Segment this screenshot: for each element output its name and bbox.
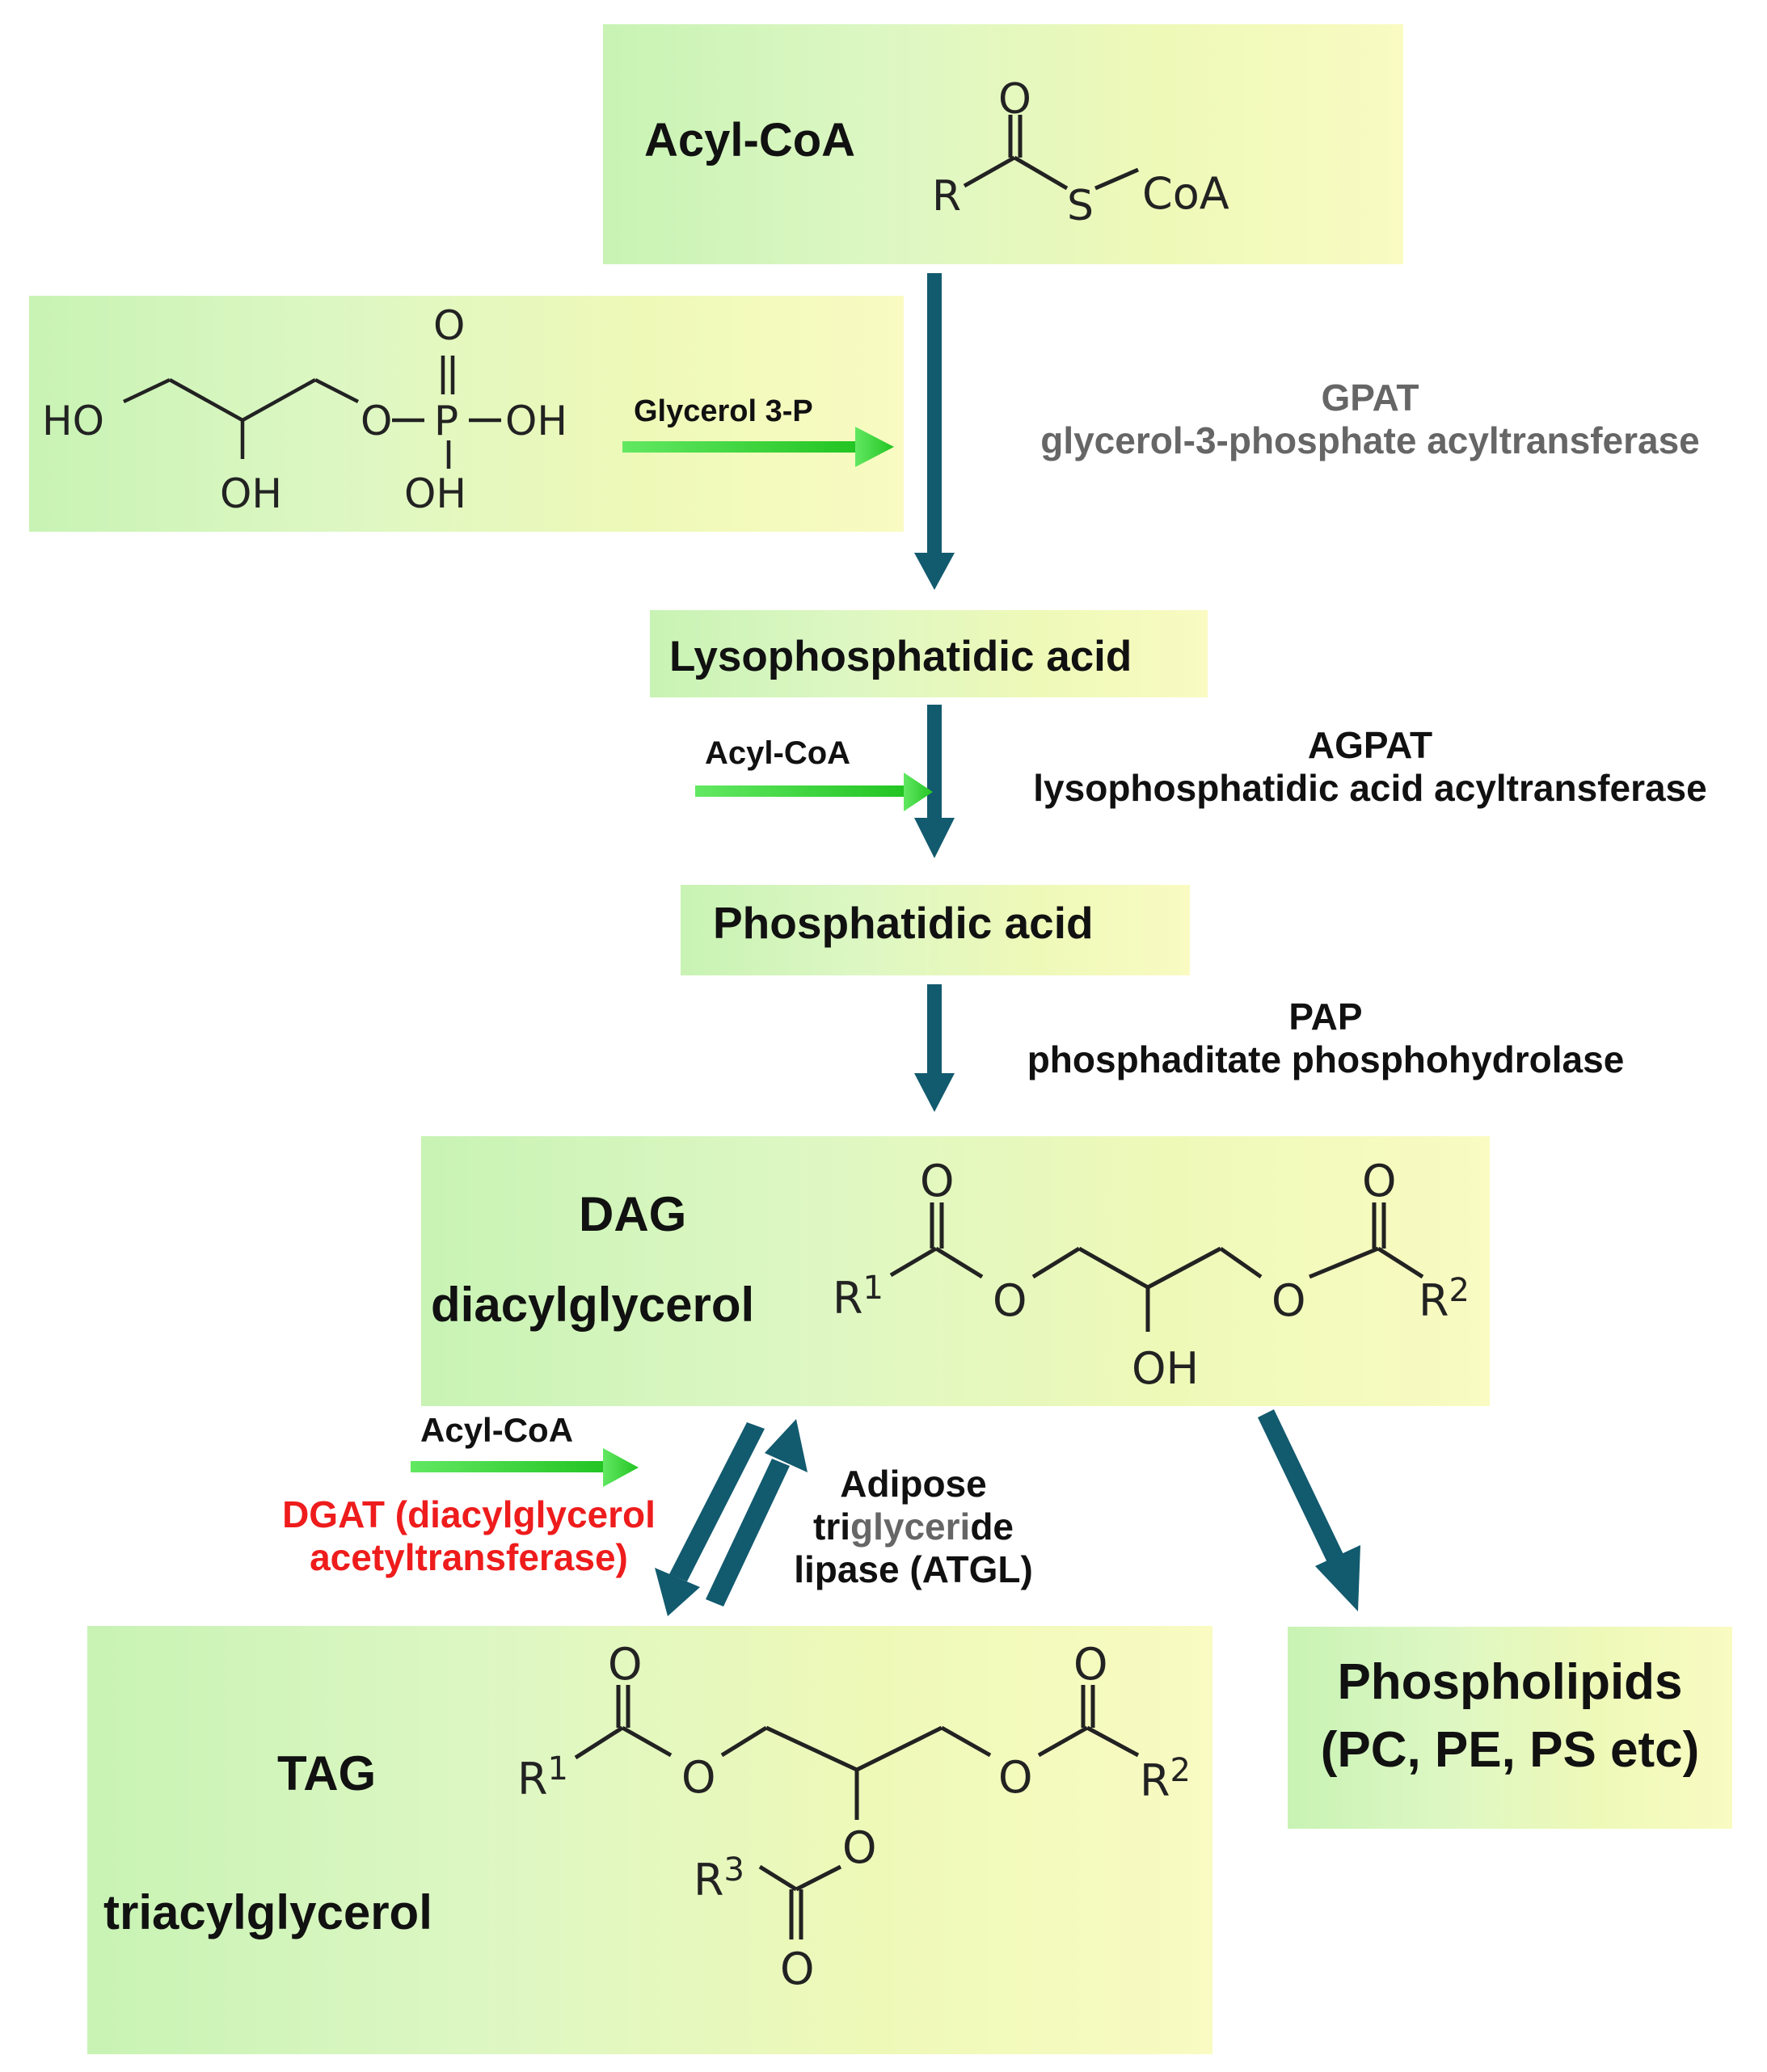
glycerol-oh-p: OH — [505, 398, 567, 444]
tag-r2: R2 — [1140, 1752, 1191, 1806]
arrow-atgl-reverse — [706, 1419, 808, 1607]
pap-abbr: PAP — [1288, 996, 1363, 1038]
gpat-abbr: GPAT — [1321, 377, 1419, 419]
atgl-line-2-part-a: tri — [813, 1505, 850, 1548]
phospholipids-label: Phospholipids (PC, PE, PS etc) — [1288, 1649, 1732, 1784]
atgl-line-2-part-c: de — [970, 1505, 1014, 1548]
phospholipids-line-1: Phospholipids — [1337, 1654, 1683, 1710]
arrow-dgat-forward — [655, 1422, 765, 1616]
agpat-name: lysophosphatidic acid acyltransferase — [1033, 766, 1707, 809]
glycerol-3-phosphate-structure — [123, 356, 501, 469]
phosphatidic-acid-label: Phosphatidic acid — [713, 898, 1094, 948]
dag-name: diacylglycerol — [431, 1278, 755, 1332]
acyl-coa-label: Acyl-CoA — [644, 114, 856, 166]
acyl-coa-coa: CoA — [1142, 168, 1229, 219]
dgat-line-2: acetyltransferase) — [310, 1535, 628, 1578]
glycerol-3p-arrow-label: Glycerol 3-P — [634, 394, 813, 428]
glycerol-p: P — [434, 398, 458, 444]
tag-r3: R3 — [694, 1851, 744, 1906]
pap-name: phosphaditate phosphohydrolase — [1027, 1038, 1625, 1080]
dag-abbr: DAG — [579, 1187, 687, 1241]
tag-o-1: O — [608, 1639, 643, 1690]
dag-structure — [889, 1202, 1424, 1332]
glycerol-3-phosphate-box — [29, 296, 904, 532]
acyl-coa-o: O — [998, 75, 1031, 124]
acyl-coa-s: S — [1067, 182, 1094, 230]
dgat-label: DGAT (diacylglycerol acetyltransferase) — [242, 1493, 695, 1579]
dag-r1: R1 — [833, 1270, 884, 1324]
tag-abbr: TAG — [277, 1746, 377, 1800]
tag-o-3: O — [780, 1944, 815, 1994]
arrow-gpat-step — [914, 273, 955, 590]
main-arrows — [655, 273, 1360, 1616]
tag-name: triacylglycerol — [103, 1885, 432, 1939]
dag-o-2: O — [1362, 1156, 1397, 1207]
atgl-label: Adipose triglyceride lipase (ATGL) — [752, 1463, 1075, 1591]
agpat-abbr: AGPAT — [1307, 724, 1433, 766]
arrow-acyl-coa-input-3 — [411, 1448, 639, 1487]
dag-box — [421, 1136, 1490, 1406]
tag-o-ester-3: O — [842, 1822, 877, 1873]
arrow-glycerol-3p-input — [622, 427, 894, 467]
dag-o-ester-1: O — [993, 1275, 1027, 1326]
agpat-label: AGPAT lysophosphatidic acid acyltransfer… — [962, 724, 1767, 810]
tag-o-2: O — [1073, 1639, 1108, 1690]
phospholipids-line-2: (PC, PE, PS etc) — [1320, 1721, 1700, 1778]
acyl-coa-input-label-3: Acyl-CoA — [420, 1411, 574, 1449]
atgl-line-1: Adipose — [840, 1463, 987, 1505]
atgl-line-3: lipase (ATGL) — [794, 1548, 1033, 1590]
acyl-coa-box — [603, 24, 1403, 264]
arrow-acyl-coa-input-2 — [695, 773, 933, 811]
tag-r1: R1 — [517, 1750, 568, 1805]
phospholipids-box — [1288, 1627, 1732, 1829]
atgl-line-2: triglyceride — [752, 1506, 1075, 1548]
dgat-line-1: DGAT (diacylglycerol — [282, 1493, 656, 1535]
glycerol-oh-mid: OH — [220, 470, 282, 517]
acyl-coa-structure — [963, 115, 1139, 191]
arrow-pap-step — [914, 984, 955, 1112]
lysophosphatidic-acid-label: Lysophosphatidic acid — [669, 633, 1132, 680]
pap-label: PAP phosphaditate phosphohydrolase — [962, 996, 1689, 1081]
tag-box — [87, 1626, 1212, 2054]
acyl-coa-r: R — [932, 172, 961, 221]
atgl-line-2-part-b: glyceri — [850, 1505, 971, 1548]
glycerol-o-link: O — [361, 398, 392, 444]
tag-o-ester-1: O — [681, 1752, 716, 1803]
dag-r2: R2 — [1419, 1272, 1470, 1326]
acyl-coa-input-label-2: Acyl-CoA — [705, 735, 851, 771]
arrow-to-phospholipids — [1258, 1409, 1360, 1611]
tag-o-ester-2: O — [998, 1752, 1033, 1803]
lysophosphatidic-acid-box — [650, 610, 1208, 697]
glycerol-oh-p-bottom: OH — [404, 470, 466, 517]
arrow-agpat-step — [914, 705, 955, 858]
tag-structure — [574, 1685, 1140, 1939]
glycerol-o-top: O — [433, 302, 465, 349]
dag-oh: OH — [1132, 1343, 1199, 1394]
dag-o-1: O — [920, 1156, 955, 1207]
glycerol-ho: HO — [42, 398, 104, 444]
input-arrows — [411, 427, 933, 1487]
gpat-name: glycerol-3-phosphate acyltransferase — [1040, 419, 1700, 461]
gpat-label: GPAT glycerol-3-phosphate acyltransferas… — [962, 377, 1767, 462]
phosphatidic-acid-box — [681, 885, 1190, 975]
dag-o-ester-2: O — [1271, 1275, 1306, 1326]
